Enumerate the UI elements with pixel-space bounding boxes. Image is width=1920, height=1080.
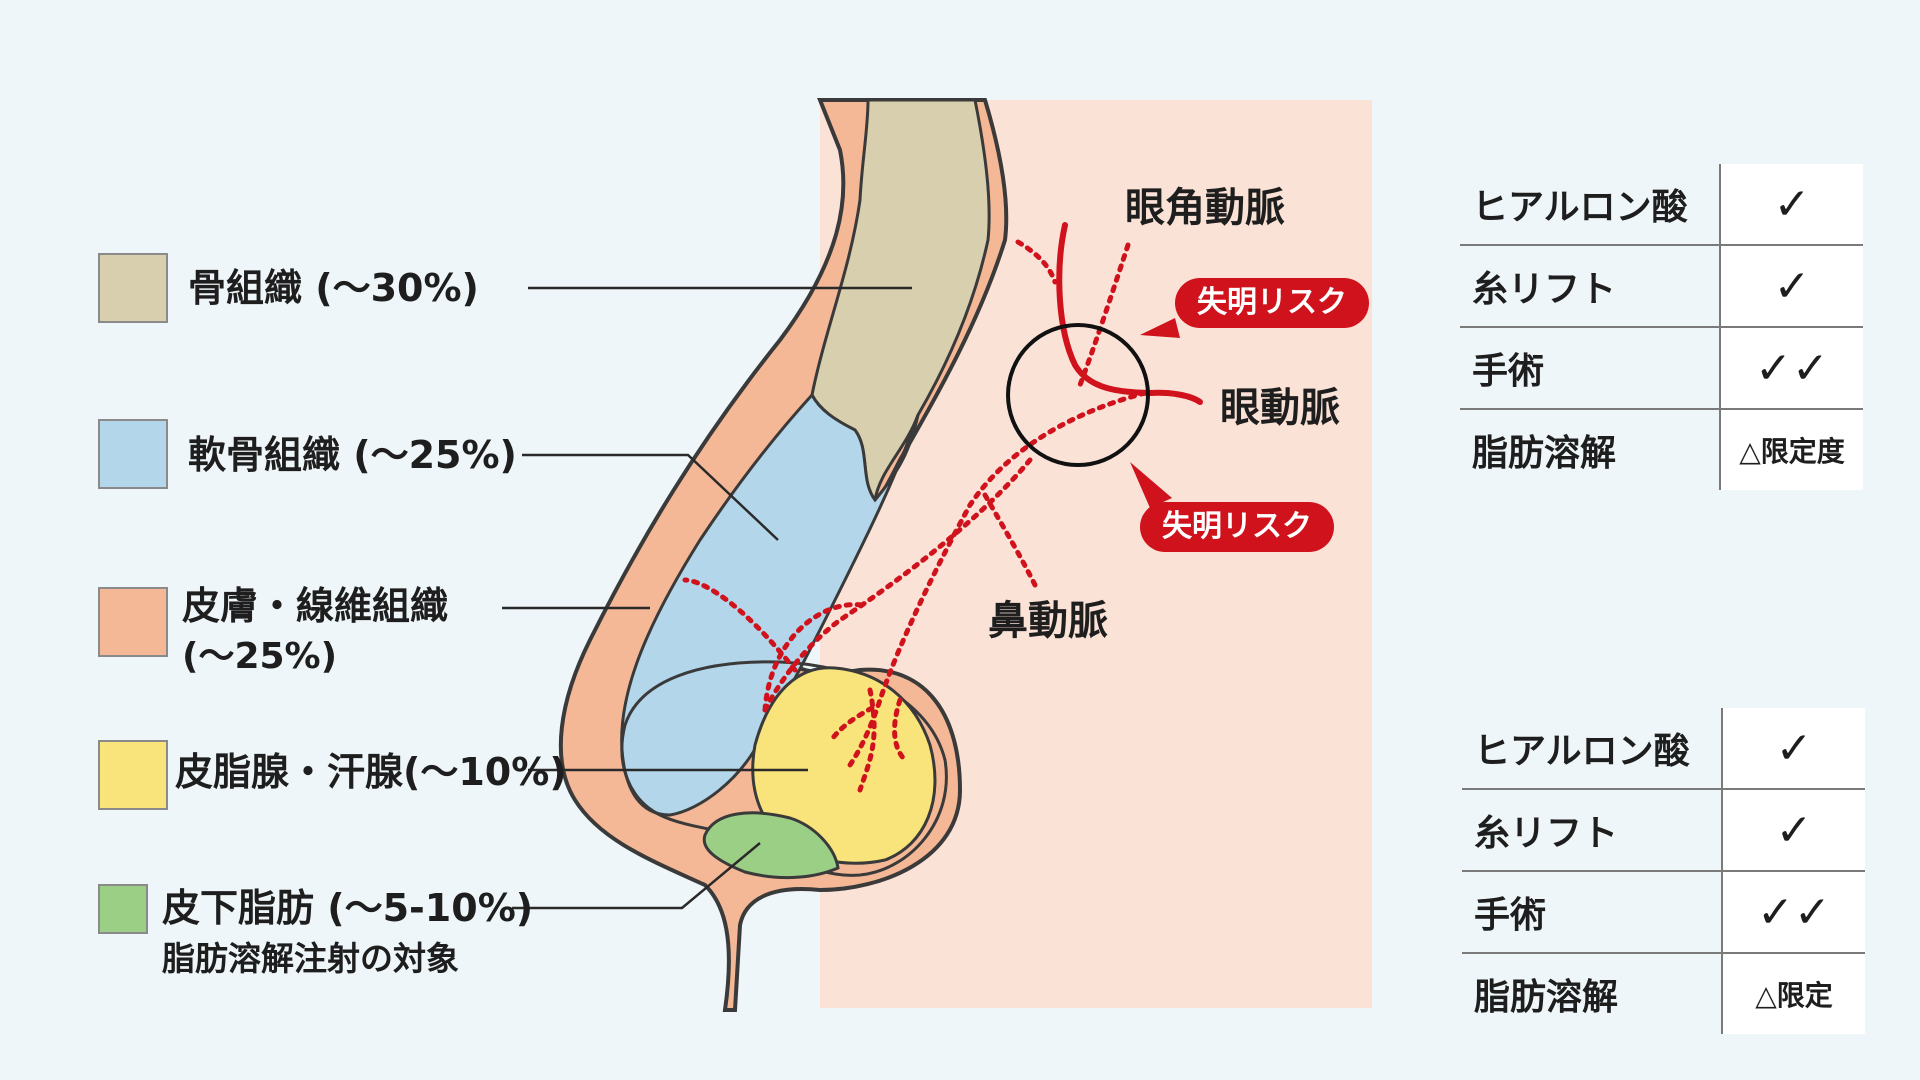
treatment-table-upper: ヒアルロン酸 ✓ 糸リフト ✓ 手術 ✓✓ 脂肪溶解 △限定度 xyxy=(1460,164,1863,490)
nose-tip-artery-dotted xyxy=(762,602,865,713)
treatment-name: 脂肪溶解 xyxy=(1460,408,1720,490)
branch-dotted-upper xyxy=(1077,242,1131,388)
legend-label-bone: 骨組織 (〜30%) xyxy=(188,266,479,310)
blindness-risk-tag-lower: 失明リスク xyxy=(1140,502,1334,552)
treatment-mark: ✓ xyxy=(1719,244,1863,328)
tip-branch-dotted-3 xyxy=(827,705,875,745)
nasal-artery-label: 鼻動脈 xyxy=(988,598,1108,644)
treatment-mark: ✓✓ xyxy=(1721,870,1865,954)
leader-line-cartilage xyxy=(522,453,779,541)
legend-swatch-glands xyxy=(98,740,168,810)
risk-pointer-lower xyxy=(1130,462,1172,508)
treatment-name: 手術 xyxy=(1460,326,1720,410)
treatment-name: ヒアルロン酸 xyxy=(1460,164,1720,246)
angular-artery-solid xyxy=(1056,222,1153,396)
table-row: 手術 ✓✓ xyxy=(1462,870,1865,954)
treatment-name: 脂肪溶解 xyxy=(1462,952,1722,1034)
risk-pointer-upper xyxy=(1140,318,1180,338)
nasal-branch-dotted xyxy=(762,457,1033,713)
table-row: 糸リフト ✓ xyxy=(1462,788,1865,872)
legend-sublabel-skin: (〜25%) xyxy=(182,636,338,677)
blindness-risk-tag-upper: 失明リスク xyxy=(1175,278,1369,328)
tip-branch-dotted xyxy=(857,687,877,793)
treatment-mark: ✓ xyxy=(1719,164,1863,246)
table-row: ヒアルロン酸 ✓ xyxy=(1460,164,1863,246)
treatment-name: 手術 xyxy=(1462,870,1722,954)
leader-lines xyxy=(502,286,912,910)
legend-swatch-skin xyxy=(98,587,168,657)
ophthalmic-artery-solid xyxy=(1147,389,1203,405)
angular-artery-dotted xyxy=(1015,239,1058,285)
treatment-mark: △限定度 xyxy=(1719,408,1863,490)
treatment-name: ヒアルロン酸 xyxy=(1462,708,1722,790)
legend-sublabel-fat: 脂肪溶解注射の対象 xyxy=(162,939,459,978)
table-row: 脂肪溶解 △限定 xyxy=(1462,952,1865,1034)
lower-branch-dotted xyxy=(682,577,798,673)
treatment-name: 糸リフト xyxy=(1462,788,1722,872)
treatment-table-lower: ヒアルロン酸 ✓ 糸リフト ✓ 手術 ✓✓ 脂肪溶解 △限定 xyxy=(1462,708,1865,1034)
legend-label-cartilage: 軟骨組織 (〜25%) xyxy=(188,433,517,477)
legend-label-fat: 皮下脂肪 (〜5-10%) xyxy=(162,886,534,930)
danger-zone-circle xyxy=(1006,323,1150,467)
leader-line-fat xyxy=(512,842,761,910)
table-row: 脂肪溶解 △限定度 xyxy=(1460,408,1863,490)
legend-swatch-cartilage xyxy=(98,419,168,489)
treatment-mark: ✓✓ xyxy=(1719,326,1863,410)
angular-artery-label: 眼角動脈 xyxy=(1125,185,1285,231)
legend-swatch-bone xyxy=(98,253,168,323)
lateral-branch-dotted xyxy=(982,492,1038,588)
legend-label-glands: 皮脂腺・汗腺(〜10%) xyxy=(175,750,567,794)
treatment-name: 糸リフト xyxy=(1460,244,1720,328)
table-row: 手術 ✓✓ xyxy=(1460,326,1863,410)
legend-swatch-fat xyxy=(98,884,148,934)
treatment-mark: ✓ xyxy=(1721,708,1865,790)
tip-branch-dotted-2 xyxy=(892,697,908,763)
table-row: 糸リフト ✓ xyxy=(1460,244,1863,328)
nasal-ala-outline xyxy=(620,660,948,877)
treatment-mark: △限定 xyxy=(1721,952,1865,1034)
legend-label-skin: 皮膚・線維組織 xyxy=(182,584,449,628)
table-row: ヒアルロン酸 ✓ xyxy=(1462,708,1865,790)
treatment-mark: ✓ xyxy=(1721,788,1865,872)
ophthalmic-artery-label: 眼動脈 xyxy=(1220,385,1340,431)
